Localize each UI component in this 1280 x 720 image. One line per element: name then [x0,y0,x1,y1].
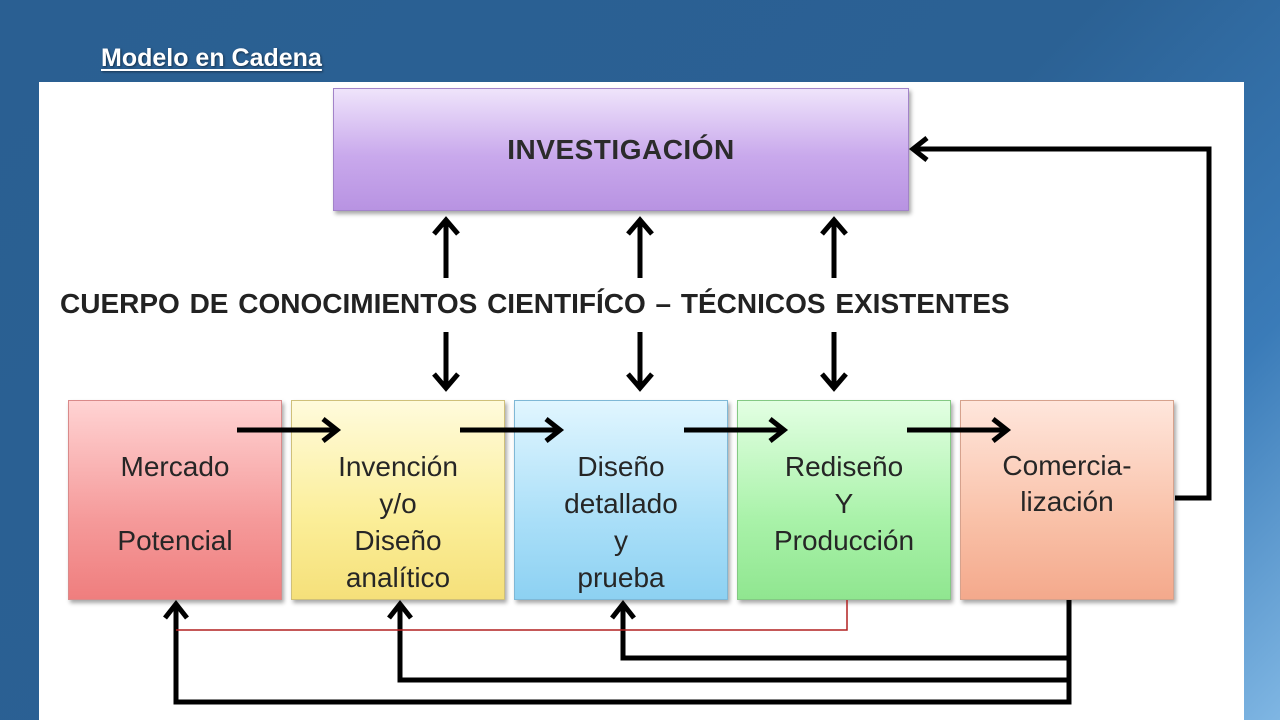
feedback-commercial-to-design [610,599,1072,661]
arrow-redesign-to-commercial [907,417,1012,443]
arrow-design-to-redesign [684,417,789,443]
stage-invention-line1: Invención [338,451,458,482]
stage-design-line2: detallado [564,488,678,519]
stage-invention-line2: y/o [379,488,417,519]
arrow-commercial-to-research [908,136,1212,501]
feedback-commercial-to-invention [387,599,1072,683]
stage-invention-line3: Diseño [354,525,442,556]
research-label: INVESTIGACIÓN [507,133,735,165]
stage-design-line3: y [614,525,628,556]
feedback-redesign-thin-line [176,600,848,631]
connector-arrows [163,136,1212,705]
arrow-invention-to-design [460,417,565,443]
stage-invention-line4: analítico [345,562,451,593]
stage-invention: Invención y/o Diseño analítico [291,400,505,600]
stage-commercial-line2: lización [1020,486,1114,517]
arrow-research-left [432,216,460,392]
slide-title: Modelo en Cadena [101,44,322,72]
knowledge-label: CUERPO DE CONOCIMIENTOS CIENTIFÍCO – TÉC… [60,288,1010,319]
arrow-market-to-invention [237,417,342,443]
stage-commercial-line1: Comercia- [1002,450,1132,481]
stage-redesign: Rediseño Y Producción [737,400,951,600]
diagram-canvas: INVESTIGACIÓN CUERPO DE CONOCIMIENTOS CI… [39,82,1244,720]
stage-redesign-line3: Producción [773,525,915,556]
arrow-research-right [820,216,848,392]
stage-design-line1: Diseño [577,451,665,482]
stage-design: Diseño detallado y prueba [514,400,728,600]
stage-market: Mercado Potencial [68,400,282,600]
stage-redesign-line1: Rediseño [784,451,904,482]
feedback-commercial-to-market [163,599,1072,705]
stage-design-line4: prueba [577,562,665,593]
stage-redesign-line2: Y [834,488,854,519]
stage-commercial: Comercia- lización [960,400,1174,600]
stage-market-line2: Potencial [117,525,233,556]
stage-market-line1: Mercado [120,451,230,482]
research-box: INVESTIGACIÓN [333,88,909,211]
arrow-research-center [626,216,654,392]
